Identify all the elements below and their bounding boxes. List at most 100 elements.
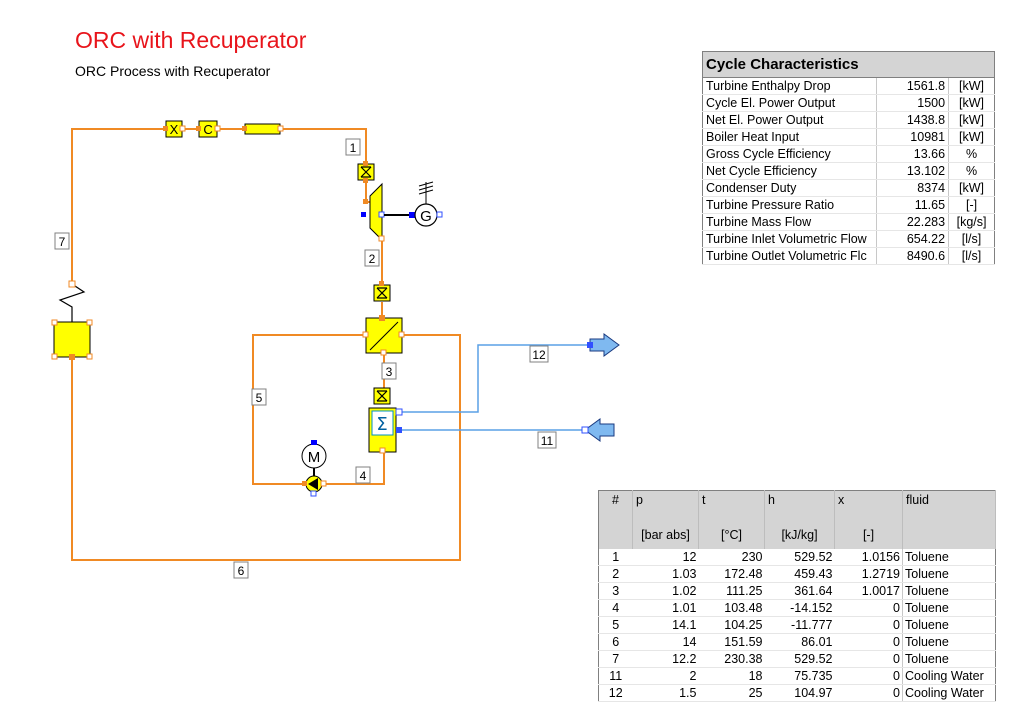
stream-label-7: 7 — [54, 232, 70, 250]
svg-text:12: 12 — [532, 348, 546, 362]
state-cell: 459.43 — [764, 565, 835, 583]
cycle-label: Net Cycle Efficiency — [702, 162, 878, 180]
state-header: p — [632, 490, 699, 521]
state-cell: 1.0156 — [834, 549, 903, 566]
generator-icon[interactable]: G — [414, 181, 443, 227]
state-cell: 111.25 — [698, 582, 765, 600]
state-cell: 12 — [598, 684, 633, 702]
cycle-value: 1438.8 — [876, 111, 949, 129]
stream-label-4: 4 — [355, 466, 371, 484]
state-cell: Toluene — [902, 650, 996, 668]
state-cell: 5 — [598, 616, 633, 634]
state-cell: 1.2719 — [834, 565, 903, 583]
state-cell: Toluene — [902, 565, 996, 583]
stream-label-1: 1 — [345, 138, 361, 156]
valve-icon[interactable] — [373, 284, 391, 302]
stream-label-2: 2 — [364, 249, 380, 267]
cycle-label: Turbine Inlet Volumetric Flow — [702, 230, 878, 248]
page-subtitle: ORC Process with Recuperator — [75, 63, 271, 79]
cycle-value: 22.283 — [876, 213, 949, 231]
process-lines — [71, 128, 461, 561]
cycle-label: Condenser Duty — [702, 179, 878, 197]
svg-text:Σ: Σ — [376, 414, 387, 435]
state-cell: 0 — [834, 616, 903, 634]
svg-text:X: X — [170, 122, 179, 137]
pipe-component[interactable] — [244, 123, 281, 135]
motor-icon[interactable]: M — [301, 440, 327, 469]
stream-label-11: 11 — [537, 431, 557, 449]
stream-label-12: 12 — [529, 345, 549, 363]
svg-text:6: 6 — [238, 564, 245, 578]
cycle-characteristics-table: Cycle Characteristics Turbine Enthalpy D… — [702, 51, 995, 265]
state-cell: 1.03 — [632, 565, 699, 583]
cycle-characteristics-heading: Cycle Characteristics — [702, 51, 995, 78]
stream-6-line — [71, 334, 461, 561]
state-cell: 230.38 — [698, 650, 765, 668]
valve-icon[interactable] — [373, 387, 391, 405]
state-cell: 529.52 — [764, 650, 835, 668]
state-cell: 0 — [834, 633, 903, 651]
cycle-unit: [kW] — [948, 77, 995, 95]
pump-icon[interactable] — [302, 475, 327, 497]
compressor-icon[interactable]: C — [198, 120, 218, 138]
cooling-lines — [399, 344, 590, 431]
cycle-value: 654.22 — [876, 230, 949, 248]
cycle-unit: [kW] — [948, 111, 995, 129]
cycle-unit: % — [948, 145, 995, 163]
state-cell: 75.735 — [764, 667, 835, 685]
cycle-unit: [kW] — [948, 94, 995, 112]
valve-icon[interactable] — [357, 163, 375, 181]
cycle-value: 13.66 — [876, 145, 949, 163]
cycle-unit: [kg/s] — [948, 213, 995, 231]
state-cell: Toluene — [902, 549, 996, 566]
cycle-unit: [kW] — [948, 179, 995, 197]
state-cell: 103.48 — [698, 599, 765, 617]
heat-source-icon — [58, 280, 86, 322]
cycle-unit: [-] — [948, 196, 995, 214]
stream-12-line — [399, 344, 590, 413]
state-cell: 1.0017 — [834, 582, 903, 600]
cycle-value: 11.65 — [876, 196, 949, 214]
state-cell: Cooling Water — [902, 667, 996, 685]
state-cell: 4 — [598, 599, 633, 617]
cycle-value: 13.102 — [876, 162, 949, 180]
cycle-label: Cycle El. Power Output — [702, 94, 878, 112]
state-cell: 104.25 — [698, 616, 765, 634]
boiler-icon[interactable] — [51, 319, 93, 360]
state-cell: 104.97 — [764, 684, 835, 702]
cycle-label: Turbine Mass Flow — [702, 213, 878, 231]
source-arrow-icon[interactable] — [581, 418, 615, 442]
turbine-icon[interactable] — [361, 182, 385, 242]
svg-text:7: 7 — [59, 235, 66, 249]
stream-7-line — [71, 128, 166, 284]
state-cell: 2 — [632, 667, 699, 685]
recuperator-icon[interactable] — [362, 315, 405, 356]
condenser-icon[interactable]: Σ — [368, 407, 403, 454]
state-header: x — [834, 490, 903, 521]
sink-arrow-icon[interactable] — [587, 333, 620, 357]
stream-label-3: 3 — [381, 362, 397, 380]
state-cell: 1.01 — [632, 599, 699, 617]
state-unit: [bar abs] — [632, 521, 699, 549]
state-cell: Toluene — [902, 633, 996, 651]
state-cell: 172.48 — [698, 565, 765, 583]
svg-text:4: 4 — [360, 469, 367, 483]
svg-text:G: G — [420, 208, 432, 225]
cycle-unit: [l/s] — [948, 230, 995, 248]
cycle-unit: [kW] — [948, 128, 995, 146]
